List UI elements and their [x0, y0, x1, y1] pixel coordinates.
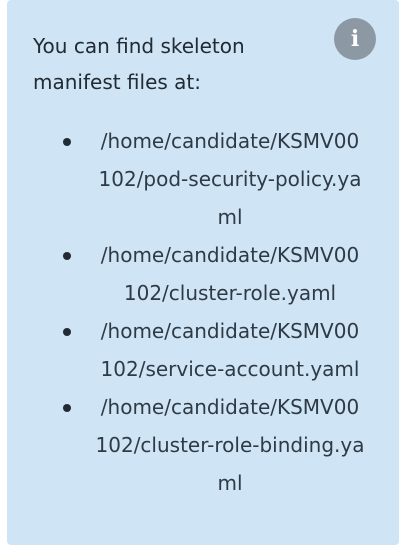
intro-line-2: manifest files at:: [33, 70, 202, 94]
intro-line-1: You can find skeleton: [33, 34, 245, 58]
info-icon[interactable]: i: [334, 18, 376, 60]
instruction-panel: i You can find skeleton manifest files a…: [7, 0, 399, 545]
file-path-line: /home/candidate/KSMV00: [100, 243, 360, 267]
bullet-icon: [63, 328, 71, 336]
file-path-line: 102/pod-security-policy.ya: [98, 167, 362, 191]
file-path-line: /home/candidate/KSMV00: [100, 319, 360, 343]
intro-text: You can find skeleton manifest files at:: [33, 28, 323, 100]
file-path: /home/candidate/KSMV00 102/service-accou…: [85, 312, 375, 388]
bullet-icon: [63, 404, 71, 412]
file-path-line: ml: [217, 205, 243, 229]
file-path-line: ml: [217, 471, 243, 495]
list-item: /home/candidate/KSMV00 102/service-accou…: [7, 312, 399, 388]
file-path: /home/candidate/KSMV00 102/cluster-role.…: [85, 236, 375, 312]
file-path: /home/candidate/KSMV00 102/pod-security-…: [85, 122, 375, 236]
file-path-line: /home/candidate/KSMV00: [100, 395, 360, 419]
list-item: /home/candidate/KSMV00 102/cluster-role.…: [7, 236, 399, 312]
bullet-icon: [63, 138, 71, 146]
manifest-file-list: /home/candidate/KSMV00 102/pod-security-…: [7, 122, 399, 502]
list-item: /home/candidate/KSMV00 102/cluster-role-…: [7, 388, 399, 502]
bullet-icon: [63, 252, 71, 260]
file-path-line: 102/cluster-role-binding.ya: [95, 433, 365, 457]
file-path-line: 102/service-account.yaml: [100, 357, 360, 381]
file-path: /home/candidate/KSMV00 102/cluster-role-…: [85, 388, 375, 502]
info-icon-glyph: i: [350, 26, 360, 52]
list-item: /home/candidate/KSMV00 102/pod-security-…: [7, 122, 399, 236]
file-path-line: /home/candidate/KSMV00: [100, 129, 360, 153]
file-path-line: 102/cluster-role.yaml: [123, 281, 337, 305]
